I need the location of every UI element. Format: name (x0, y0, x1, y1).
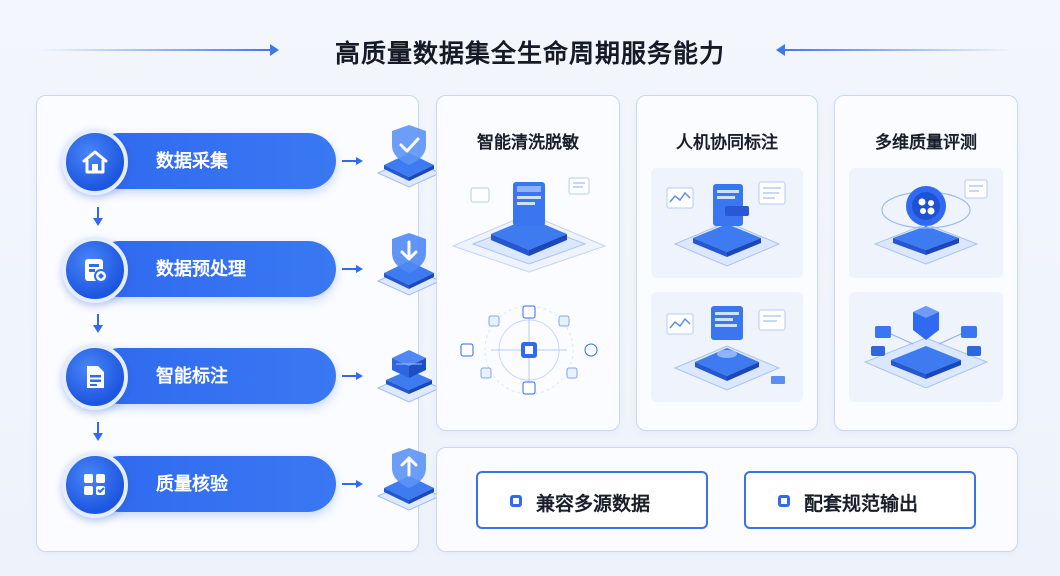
title-arrow-left-icon (776, 44, 785, 56)
step-icon-circle (62, 452, 128, 518)
illustration-tile (849, 292, 1003, 402)
title-decor-line-left (40, 49, 272, 51)
home-icon (82, 150, 108, 174)
shield-upload-iso-icon (376, 448, 442, 511)
page-title: 高质量数据集全生命周期服务能力 (334, 39, 725, 68)
card-title: 多维质量评测 (875, 133, 977, 153)
step-smart-annotation: 智能标注 (62, 344, 442, 410)
step-label: 质量核验 (156, 474, 228, 495)
step-label: 数据预处理 (156, 259, 246, 280)
step-icon-circle (62, 344, 128, 410)
arrow-right-icon (342, 265, 363, 273)
label-review-iso-icon (666, 306, 786, 391)
bullet-icon (778, 495, 790, 507)
illustration-tile (651, 168, 803, 278)
step-label: 数据采集 (156, 151, 228, 172)
grid-check-icon (84, 474, 105, 495)
step-pill (92, 133, 336, 189)
tag-label: 配套规范输出 (804, 493, 919, 515)
document-process-icon (85, 259, 108, 283)
header: 高质量数据集全生命周期服务能力 (0, 28, 1060, 72)
layered-stack-iso-icon (376, 350, 442, 403)
title-arrow-right-icon (270, 44, 279, 56)
annotation-screen-iso-icon (666, 181, 786, 267)
step-label: 智能标注 (156, 366, 228, 387)
arrow-right-icon (342, 372, 363, 380)
card-human-machine-annotation: 人机协同标注 (636, 95, 818, 431)
illustration-tile (849, 168, 1003, 278)
card-title: 人机协同标注 (676, 133, 778, 153)
shield-check-iso-icon (376, 125, 442, 188)
card-smart-cleaning: 智能清洗脱敏 (436, 95, 620, 431)
step-quality-verification: 质量核验 (62, 448, 442, 518)
illustration-tile (651, 292, 803, 402)
shield-download-iso-icon (376, 233, 442, 296)
network-hub-icon (460, 305, 598, 395)
tag-label: 兼容多源数据 (536, 493, 651, 515)
step-data-preprocessing: 数据预处理 (62, 233, 442, 303)
step-pill (92, 241, 336, 297)
arrow-down-icon (93, 422, 103, 441)
arrow-down-icon (93, 314, 103, 333)
tag-standard-output: 配套规范输出 (744, 471, 976, 529)
card-title: 智能清洗脱敏 (477, 133, 579, 153)
bullet-icon (510, 495, 522, 507)
server-cube-iso-icon (451, 177, 607, 273)
multi-node-platform-iso-icon (863, 306, 989, 389)
tag-multi-source-compatible: 兼容多源数据 (476, 471, 708, 529)
step-pill (92, 348, 336, 404)
step-data-collection: 数据采集 (62, 125, 442, 195)
quality-badge-iso-icon (873, 179, 988, 265)
arrow-right-icon (342, 480, 363, 488)
title-decor-line-right (782, 49, 1014, 51)
card-multidim-quality-eval: 多维质量评测 (834, 95, 1018, 431)
step-icon-circle (62, 237, 128, 303)
file-text-icon (87, 366, 104, 388)
step-icon-circle (62, 129, 128, 195)
arrow-down-icon (93, 207, 103, 226)
arrow-right-icon (342, 157, 363, 165)
step-pill (92, 456, 336, 512)
